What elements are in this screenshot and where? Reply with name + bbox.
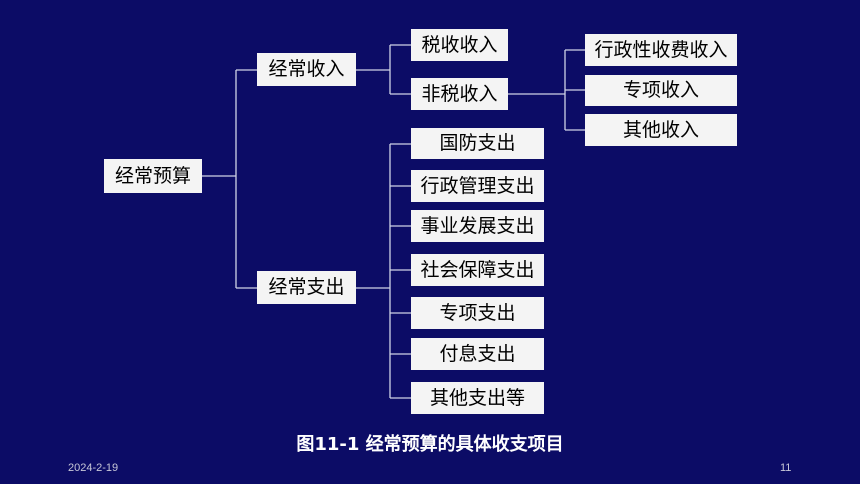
footer-date: 2024-2-19	[68, 462, 119, 474]
expenditure-item-development: 事业发展支出	[411, 210, 544, 242]
figure-caption: 图11-1 经常预算的具体收支项目	[296, 434, 564, 455]
special-income-node: 专项收入	[585, 75, 737, 106]
expenditure-item-defense: 国防支出	[411, 128, 544, 159]
nontax-income-node: 非税收入	[411, 78, 508, 110]
root-node: 经常预算	[104, 159, 202, 193]
expenditure-item-special: 专项支出	[411, 297, 544, 329]
tax-income-node: 税收收入	[411, 29, 508, 61]
footer-page-number: 11	[780, 462, 792, 474]
expenditure-item-social-security: 社会保障支出	[411, 254, 544, 286]
other-income-node: 其他收入	[585, 114, 737, 146]
expenditure-item-other: 其他支出等	[411, 382, 544, 414]
admin-fee-income-node: 行政性收费收入	[585, 34, 737, 66]
income-node: 经常收入	[257, 53, 356, 86]
expenditure-node: 经常支出	[257, 271, 356, 304]
expenditure-item-administration: 行政管理支出	[411, 170, 544, 202]
expenditure-item-interest: 付息支出	[411, 338, 544, 370]
